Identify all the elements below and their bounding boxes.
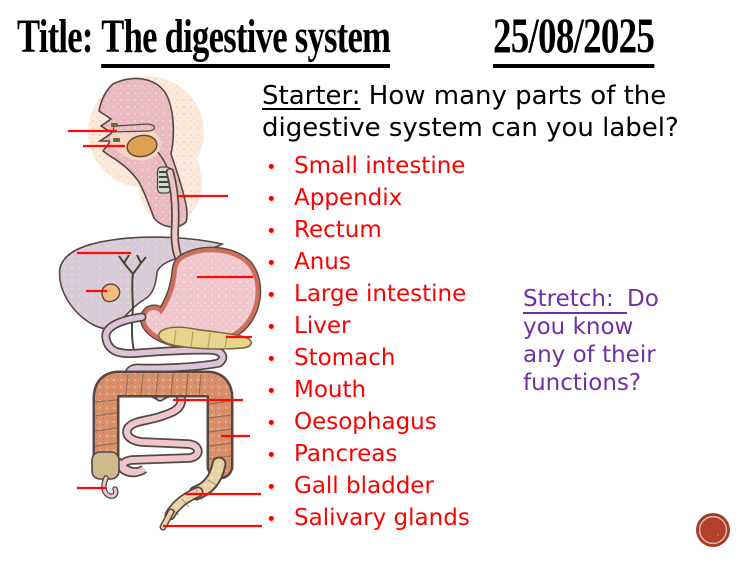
date: 25/08/2025 (493, 6, 655, 68)
list-item: •Salivary glands (263, 503, 470, 535)
starter-text: Starter: How many parts of the digestive… (262, 81, 750, 144)
title-prefix: Title: (17, 10, 93, 63)
stretch-line-1: Stretch: Do (523, 286, 659, 314)
bullet-icon: • (266, 285, 277, 306)
oesophagus-shape (165, 167, 186, 268)
bullet-icon: • (266, 189, 277, 210)
list-item: •Rectum (263, 215, 470, 247)
bullet-icon: • (266, 253, 277, 274)
gall-bladder-shape (101, 283, 121, 303)
organ-label-list: •Small intestine •Appendix •Rectum •Anus… (263, 151, 470, 535)
label-lines (68, 129, 262, 528)
bullet-icon: • (266, 445, 277, 466)
list-item: •Large intestine (263, 279, 470, 311)
list-item: •Appendix (263, 183, 470, 215)
date-text: 25/08/2025 (493, 7, 655, 68)
appendix-shape (101, 475, 119, 499)
bullet-icon: • (266, 221, 277, 242)
list-item: •Liver (263, 311, 470, 343)
stretch-label: Stretch: (523, 286, 628, 314)
stomach-shape (139, 246, 262, 349)
bullet-icon: • (266, 317, 277, 338)
teeth-lower (113, 138, 120, 142)
teeth-upper (111, 123, 118, 127)
palate-shape (112, 123, 156, 133)
bullet-icon: • (266, 349, 277, 370)
starter-question: How many parts of the digestive system c… (262, 81, 679, 143)
stretch-text: Stretch: Do you know any of their functi… (523, 285, 659, 397)
pancreas-shape (157, 326, 252, 350)
starter-label: Starter: (262, 81, 361, 111)
digestive-system-diagram (58, 76, 262, 531)
bullet-icon: • (266, 477, 277, 498)
bile-duct-shape (118, 254, 147, 358)
bullet-icon: • (266, 413, 277, 434)
list-item: •Anus (263, 247, 470, 279)
page-title: Title:The digestive system (17, 9, 391, 68)
bullet-icon: • (266, 381, 277, 402)
list-item: •Mouth (263, 375, 470, 407)
caecum-shape (91, 451, 120, 480)
stretch-line-4: functions? (523, 370, 642, 396)
list-item: •Stomach (263, 343, 470, 375)
bullet-icon: • (266, 157, 277, 178)
list-item: •Oesophagus (263, 407, 470, 439)
list-item: •Pancreas (263, 439, 470, 471)
rectum-anus-shape (159, 456, 227, 531)
small-intestine-shape (113, 387, 203, 478)
list-item: •Small intestine (263, 151, 470, 183)
bullet-icon: • (266, 509, 277, 530)
tongue-shape (126, 134, 158, 158)
stretch-line-3: any of their (523, 342, 656, 368)
logo-circle-icon (696, 513, 730, 547)
title-main-underlined: The digestive system (101, 10, 391, 68)
stretch-line-2: you know (523, 314, 634, 340)
list-item: •Gall bladder (263, 471, 470, 503)
